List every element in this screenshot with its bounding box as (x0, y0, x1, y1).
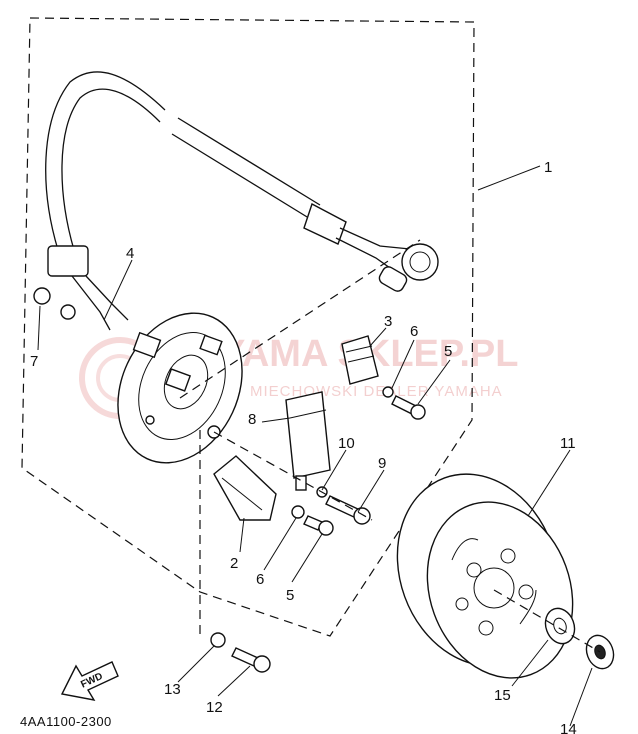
callout-9: 9 (378, 455, 386, 472)
callout-15: 15 (494, 687, 511, 704)
callout-12: 12 (206, 699, 223, 716)
bracket (213, 455, 277, 521)
callout-2: 2 (230, 555, 238, 572)
fasteners (33, 287, 426, 673)
callout-13: 13 (164, 681, 181, 698)
stator-plate (117, 312, 243, 464)
callout-5-lower: 5 (286, 587, 294, 604)
wire-harness (45, 71, 439, 331)
callout-8: 8 (248, 411, 256, 428)
watermark-tagline: MIECHOWSKI DEALER YAMAHA (250, 383, 503, 400)
callout-7: 7 (30, 353, 38, 370)
pickup-coil (341, 335, 379, 385)
callout-3: 3 (384, 313, 392, 330)
fwd-arrow-icon: FWD (60, 661, 119, 701)
leader-lines (37, 165, 593, 727)
drawing-code: 4AA1100-2300 (20, 714, 112, 729)
callout-6-upper: 6 (410, 323, 418, 340)
callout-5-upper: 5 (444, 343, 452, 360)
callout-6-lower: 6 (256, 571, 264, 588)
washer-and-nut (544, 607, 615, 670)
coil (285, 391, 331, 491)
callout-14: 14 (560, 721, 577, 734)
callout-10: 10 (338, 435, 355, 452)
callouts: 1 2 4 5 5 6 6 7 8 9 10 11 12 13 14 15 3 (30, 159, 577, 734)
callout-4: 4 (126, 245, 134, 262)
flywheel-rotor (396, 473, 574, 679)
callout-1: 1 (544, 159, 552, 176)
alignment-lines (179, 239, 601, 653)
callout-11: 11 (560, 435, 576, 452)
assembly-boundary (21, 17, 475, 637)
